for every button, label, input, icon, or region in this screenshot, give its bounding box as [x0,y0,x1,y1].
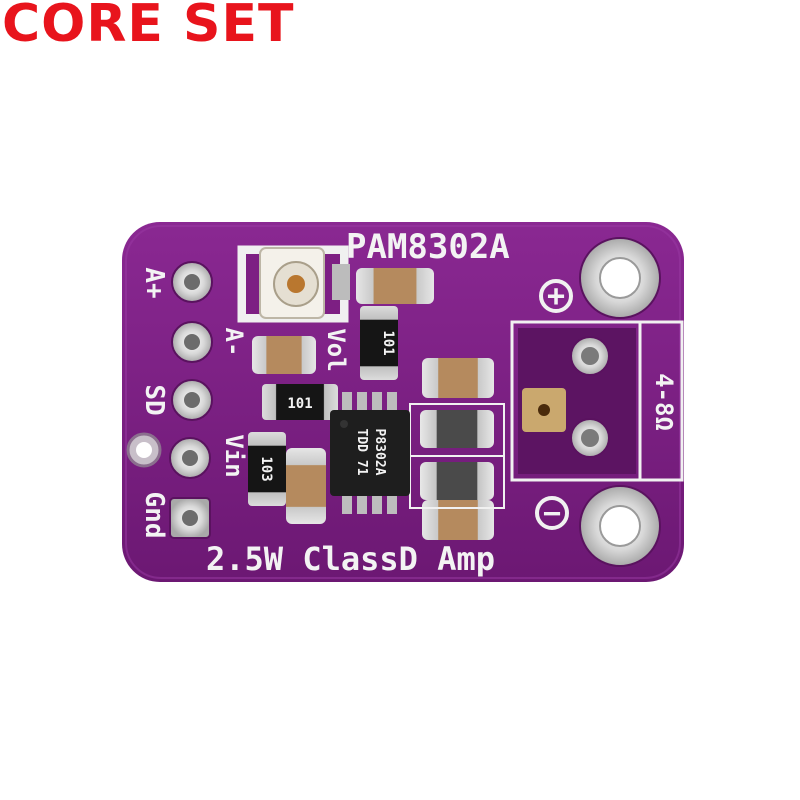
svg-text:101: 101 [380,330,396,355]
plus-symbol: + [547,279,565,314]
resistor-r2: 101 [360,306,398,380]
label-vol: Vol [322,328,350,371]
resistor-r3: 103 [248,432,286,506]
capacitor [422,358,494,398]
label-vin: Vin [220,434,248,477]
capacitor [356,268,434,304]
brand-logo: CORE SET [2,0,295,54]
plus-symbol-ring [539,279,573,313]
label-gnd: Gnd [139,492,169,539]
capacitor-dark [420,462,494,500]
svg-text:101: 101 [287,396,312,412]
capacitor [252,336,316,374]
board-title: PAM8302A [346,227,510,267]
header-pads [169,261,213,539]
label-a-minus: A- [220,328,248,357]
minus-symbol: − [543,496,561,531]
terminal-block-outline [510,320,684,482]
speaker-pads [579,237,661,567]
svg-text:P8302A: P8302A [372,429,387,476]
svg-text:103: 103 [258,456,274,481]
svg-text:TDD 71: TDD 71 [354,429,369,476]
capacitor [286,448,326,524]
minus-symbol-ring [535,496,569,530]
board-subtitle: 2.5W ClassD Amp [206,540,495,578]
amplifier-chip: P8302A TDD 71 [330,392,410,514]
capacitor [422,500,494,540]
label-sd: SD [139,384,169,415]
label-impedance: 4-8Ω [650,373,678,431]
label-a-plus: A+ [139,267,169,298]
capacitor-dark [420,410,494,448]
resistor-r1: 101 [262,384,338,420]
potentiometer [237,245,350,323]
